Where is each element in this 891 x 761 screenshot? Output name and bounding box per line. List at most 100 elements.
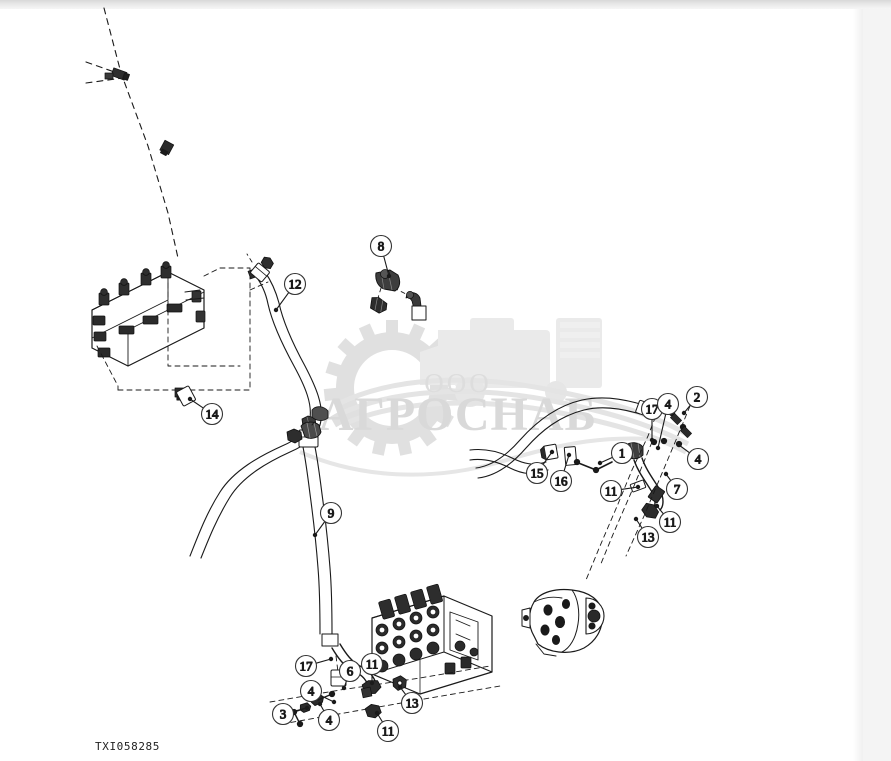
callout-number: 4 (308, 684, 315, 699)
callout-number: 3 (280, 707, 287, 722)
callout-number: 8 (378, 239, 385, 254)
callout-leader-dot (633, 516, 639, 522)
callout-bubble (685, 385, 709, 409)
callout-9[interactable]: 9 (319, 501, 343, 525)
top-left-fittings (104, 67, 175, 157)
callout-leader-line (563, 454, 570, 472)
callout-leader-line (315, 658, 332, 664)
callout-leader-dot (649, 437, 655, 443)
callout-bubble (369, 234, 393, 258)
fitting-small-3 (159, 139, 175, 157)
callout-number: 6 (347, 664, 354, 679)
callout-number: 13 (406, 696, 419, 711)
callout-11[interactable]: 11 (376, 719, 400, 743)
callout-7[interactable]: 7 (665, 477, 689, 501)
hose-9-bottom-fitting (321, 633, 339, 647)
callout-bubble (338, 659, 362, 683)
fitting-small-2 (104, 72, 114, 80)
callout-bubble (283, 272, 307, 296)
callout-leader-dot (328, 656, 334, 662)
callout-15[interactable]: 15 (525, 461, 549, 485)
callout-leader-dot (374, 710, 380, 716)
callout-16[interactable]: 16 (549, 469, 573, 493)
callout-leader-dot (663, 471, 669, 477)
page-top-band (0, 0, 891, 9)
callout-number: 11 (366, 657, 379, 672)
tee-body (375, 269, 401, 292)
callout-leader-dot (331, 699, 337, 705)
callout-leader-dot (654, 503, 660, 509)
callout-11[interactable]: 11 (360, 652, 384, 676)
callout-number: 14 (206, 407, 220, 422)
hydraulic-pump (521, 588, 605, 657)
callout-4[interactable]: 4 (317, 708, 341, 732)
callout-number: 11 (605, 484, 618, 499)
callout-bubble (200, 402, 224, 426)
callout-leader-line (314, 520, 326, 536)
callout-leader-line (542, 451, 553, 466)
callout-leader-dot (386, 273, 392, 279)
callout-number: 17 (646, 402, 660, 417)
callout-bubble (360, 652, 384, 676)
callout-bubble (599, 479, 623, 503)
callout-number: 1 (619, 446, 626, 461)
callout-14[interactable]: 14 (200, 402, 224, 426)
control-valve-stack (371, 583, 493, 695)
page-right-margin (863, 9, 891, 761)
callout-bubble (549, 469, 573, 493)
callout-leader-line (292, 707, 308, 713)
callout-leader-dot (304, 705, 310, 711)
callout-number: 13 (642, 530, 655, 545)
callout-leader-dot (341, 685, 347, 691)
right-fitting-cluster (540, 409, 692, 519)
callout-4[interactable]: 4 (299, 679, 323, 703)
part-number-label: TXI058285 (95, 740, 161, 753)
callout-number: 16 (555, 474, 569, 489)
valve-manifold-block (91, 261, 206, 367)
callout-17[interactable]: 17 (294, 654, 318, 678)
callout-4[interactable]: 4 (656, 392, 680, 416)
callout-leaders (187, 255, 691, 723)
callout-13[interactable]: 13 (636, 525, 660, 549)
callout-leader-dot (549, 449, 555, 455)
callout-number: 11 (382, 724, 395, 739)
callout-leader-line (275, 291, 290, 311)
elbow-fitting-right (405, 291, 422, 310)
callout-11[interactable]: 11 (658, 510, 682, 534)
callout-bubble (686, 447, 710, 471)
callout-leader-dot (369, 680, 375, 686)
callout-4[interactable]: 4 (686, 447, 710, 471)
callout-bubble (400, 691, 424, 715)
callout-11[interactable]: 11 (599, 479, 623, 503)
callout-number: 4 (665, 397, 672, 412)
callout-leader-dot (681, 410, 687, 416)
top-left-assembly-leaders (85, 7, 179, 259)
callout-3[interactable]: 3 (271, 702, 295, 726)
callout-leader-line (657, 413, 667, 449)
callout-13[interactable]: 13 (400, 691, 424, 715)
callout-6[interactable]: 6 (338, 659, 362, 683)
callout-number: 11 (664, 515, 677, 530)
callout-bubble (610, 441, 634, 465)
callout-leader-dot (635, 484, 641, 490)
callout-bubble (656, 392, 680, 416)
tee-fitting-assembly (370, 269, 427, 321)
callout-8[interactable]: 8 (369, 234, 393, 258)
callout-leader-dot (317, 701, 323, 707)
callout-number: 4 (695, 452, 702, 467)
callout-leader-dot (566, 452, 572, 458)
callout-bubble (299, 679, 323, 703)
center-connector-cluster (286, 406, 329, 444)
right-cluster-dashed-leaders (585, 399, 691, 581)
callout-12[interactable]: 12 (283, 272, 307, 296)
callout-2[interactable]: 2 (685, 385, 709, 409)
callout-bubble (294, 654, 318, 678)
callout-number: 12 (289, 277, 302, 292)
callout-leader-line (189, 398, 204, 409)
callout-leader-dot (655, 445, 661, 451)
callout-1[interactable]: 1 (610, 441, 634, 465)
hose-14-end-fitting (250, 256, 274, 283)
